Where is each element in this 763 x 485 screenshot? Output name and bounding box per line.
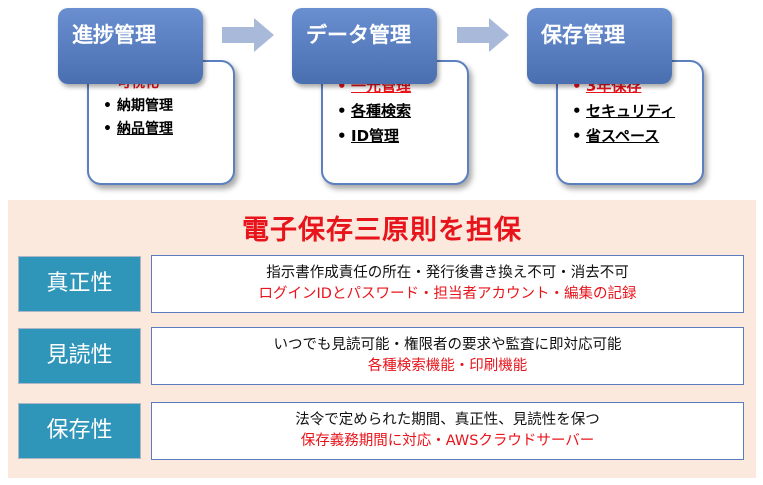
panel-title: 電子保存三原則を担保: [242, 215, 522, 246]
principle-description: 法令で定められた期間、真正性、見読性を保つ: [295, 412, 600, 428]
principle-box-preservability: 法令で定められた期間、真正性、見読性を保つ 保存義務期間に対応・AWSクラウドサ…: [151, 402, 744, 460]
principle-measures: 保存義務期間に対応・AWSクラウドサーバー: [300, 433, 595, 449]
principle-measures: 各種検索機能・印刷機能: [367, 358, 528, 374]
stage-item: •省スペース: [572, 127, 660, 145]
stage-items: •一元管理 •各種検索 •ID管理: [337, 74, 467, 149]
stage-item: •各種検索: [337, 102, 412, 120]
stage-item: •納品管理: [103, 121, 173, 137]
principle-description: いつでも見読可能・権限者の要求や監査に即対応可能: [273, 337, 622, 353]
principle-box-authenticity: 指示書作成責任の所在・発行後書き換え不可・消去不可 ログインIDとパスワード・担…: [151, 255, 744, 313]
principle-measures: ログインIDとパスワード・担当者アカウント・編集の記録: [258, 286, 637, 302]
arrow-right-icon: [222, 18, 274, 52]
principles-panel: 電子保存三原則を担保 真正性 指示書作成責任の所在・発行後書き換え不可・消去不可…: [8, 200, 756, 478]
stage-items: •3年保存 •セキュリティ •省スペース: [572, 74, 702, 149]
principle-label-authenticity: 真正性: [18, 256, 141, 312]
stage-item: •セキュリティ: [572, 102, 676, 120]
stage-item: •納期管理: [103, 98, 173, 114]
stage-item: •ID管理: [337, 127, 400, 145]
principle-label-readability: 見読性: [18, 328, 141, 384]
principle-description: 指示書作成責任の所在・発行後書き換え不可・消去不可: [266, 265, 629, 281]
stage-title: 進捗管理: [58, 8, 203, 84]
arrow-right-icon: [457, 18, 509, 52]
stage-title: 保存管理: [527, 8, 672, 84]
stage-title: データ管理: [292, 8, 437, 84]
principle-box-readability: いつでも見読可能・権限者の要求や監査に即対応可能 各種検索機能・印刷機能: [151, 327, 744, 385]
principle-label-preservability: 保存性: [18, 403, 141, 459]
